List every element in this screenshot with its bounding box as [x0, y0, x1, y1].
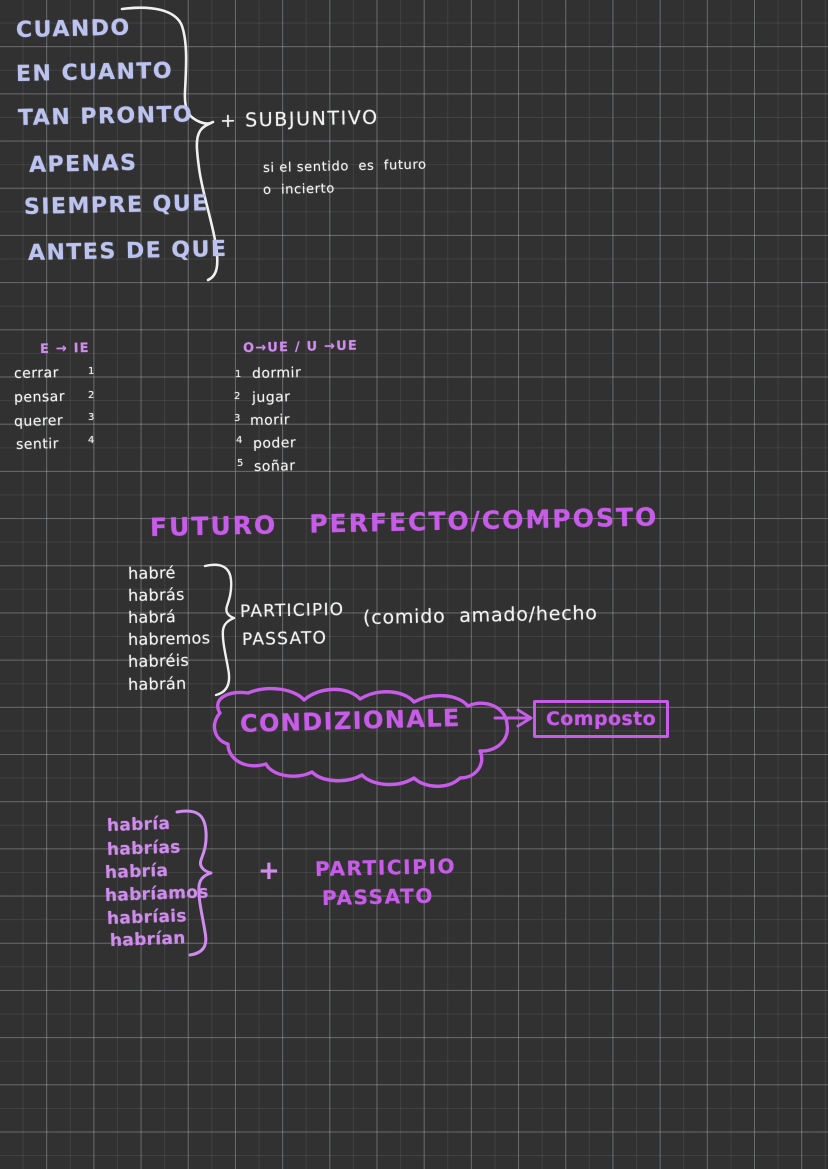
verb-cerrar-number: 1 [88, 366, 95, 377]
conj-habras: habrás [127, 584, 185, 605]
verb-jugar-number: 2 [234, 391, 241, 402]
participio-label-futuro: PARTICIPIO [239, 599, 345, 622]
cloud-label-condizionale: CONDIZIONALE [239, 703, 462, 738]
conj-habra: habrá [127, 606, 177, 627]
heading-futuro-perfecto: FUTURO PERFECTO/COMPOSTO [149, 502, 659, 542]
verb-querer: querer [13, 412, 64, 430]
arrow-to-composto [493, 708, 533, 728]
verb-pensar: pensar [13, 388, 66, 406]
verb-sentir: sentir [15, 436, 60, 453]
cond-habria: habría [106, 813, 171, 836]
cond-habrian: habrían [109, 928, 186, 951]
stem-header-e-ie: E → IE [39, 340, 90, 357]
note-sentido-futuro: si el sentido es futuro [262, 157, 427, 176]
verb-pensar-number: 2 [88, 390, 95, 401]
stem-header-o-ue: O→UE / U →UE [242, 338, 359, 356]
conj-habran: habrán [127, 673, 187, 694]
verb-dormir-number: 1 [235, 369, 242, 380]
participio-label-cond: PARTICIPIO [314, 854, 457, 881]
participle-examples: (comido amado/hecho [362, 602, 598, 629]
clause-siempre-que: SIEMPRE QUE [23, 191, 210, 220]
verb-sentir-number: 4 [88, 435, 95, 446]
verb-sonar-number: 5 [237, 458, 244, 469]
note-incierto: o incierto [262, 181, 335, 198]
verb-morir: morir [249, 412, 291, 429]
conj-habremos: habremos [127, 628, 211, 649]
verb-dormir: dormir [251, 364, 302, 382]
clause-tan-pronto: TAN PRONTO [17, 102, 194, 131]
cond-habriamos: habríamos [104, 882, 209, 906]
verb-morir-number: 3 [234, 413, 241, 424]
passato-label-cond: PASSATO [321, 883, 435, 910]
cond-habria-2: habría [104, 860, 169, 883]
cond-habriais: habríais [106, 906, 188, 929]
rule-subjuntivo: + SUBJUNTIVO [219, 106, 379, 132]
verb-jugar: jugar [251, 389, 291, 406]
verb-cerrar: cerrar [13, 365, 60, 382]
composto-label: Composto [545, 707, 657, 730]
verb-querer-number: 3 [88, 412, 95, 423]
verb-poder-number: 4 [236, 435, 243, 446]
conj-habreis: habréis [127, 650, 190, 671]
cond-habrias: habrías [106, 837, 181, 860]
verb-sonar: soñar [253, 458, 296, 475]
clause-antes-de-que: ANTES DE QUE [27, 236, 228, 266]
clause-en-cuanto: EN CUANTO [15, 58, 174, 87]
composto-box: Composto [533, 700, 669, 738]
passato-label-futuro: PASSATO [241, 628, 328, 650]
conj-habre: habré [127, 563, 176, 583]
verb-poder: poder [252, 435, 297, 452]
clause-apenas: APENAS [28, 150, 138, 178]
plus-sign-condizionale: + [258, 856, 280, 886]
clause-cuando: CUANDO [15, 15, 131, 43]
